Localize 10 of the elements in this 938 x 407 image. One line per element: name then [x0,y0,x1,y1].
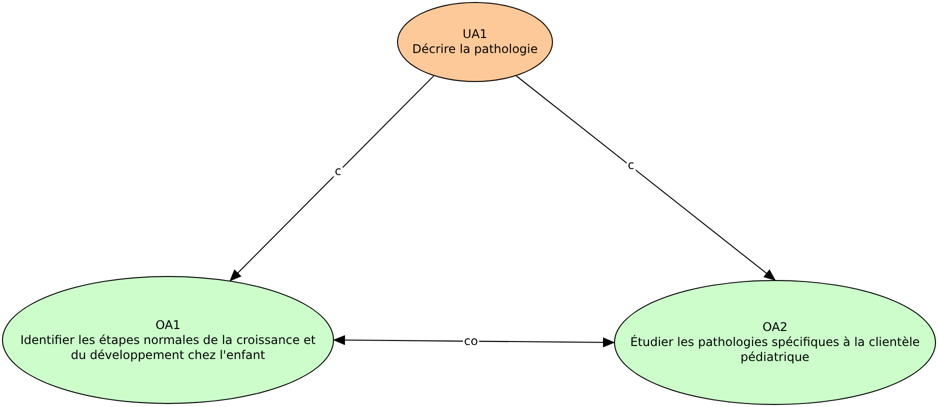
arrow [333,335,615,348]
edge-label: c [334,164,342,178]
node-text: Identifier les étapes normales de la croissance et du développement chez l'enfant [19,332,317,362]
node-title: UA1 [462,27,488,42]
arrow [229,75,434,282]
node-title: OA2 [761,320,789,335]
node-title: OA1 [154,318,182,332]
node-text: Décrire la pathologie [411,42,539,57]
arrow [516,75,776,281]
node-text: Étudier les pathologies spécifiques à la clientèle pédiatrique [630,335,920,365]
